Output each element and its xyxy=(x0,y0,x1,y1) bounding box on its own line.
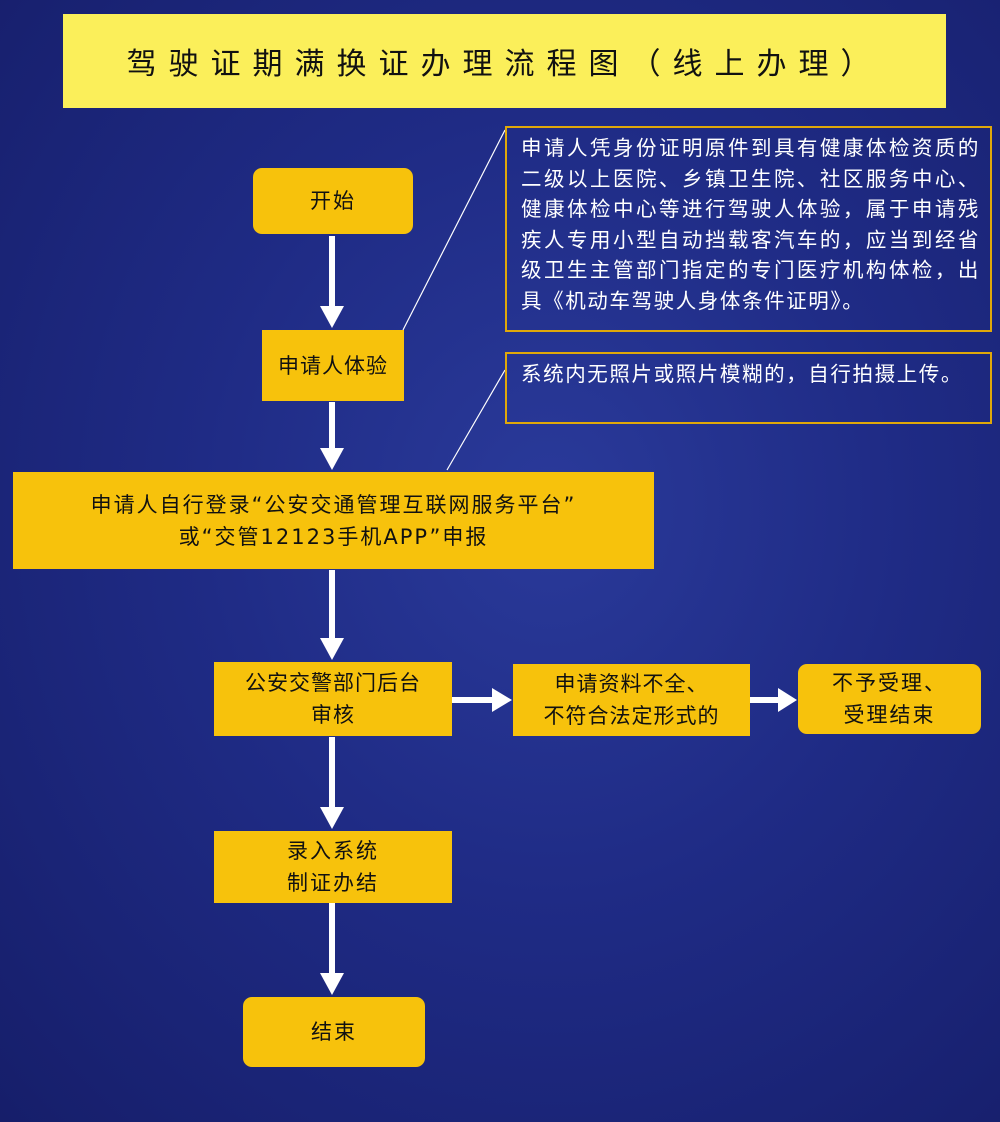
arrow-exam-to-apply xyxy=(329,402,335,450)
review-label-line1: 公安交警部门后台 xyxy=(245,671,421,695)
record-label-line2: 制证办结 xyxy=(287,871,379,895)
photo-note-leader xyxy=(446,369,506,471)
incomplete-node: 申请资料不全、 不符合法定形式的 xyxy=(513,664,750,736)
record-label-line1: 录入系统 xyxy=(287,839,379,863)
exam-label: 申请人体验 xyxy=(278,353,388,378)
photo-note-text: 系统内无照片或照片模糊的，自行拍摄上传。 xyxy=(521,362,963,386)
apply-node: 申请人自行登录“公安交通管理互联网服务平台” 或“交管12123手机APP”申报 xyxy=(13,472,654,569)
exam-node: 申请人体验 xyxy=(262,330,404,401)
start-node: 开始 xyxy=(253,168,413,234)
arrow-incomplete-to-reject xyxy=(750,697,780,703)
incomplete-label-line1: 申请资料不全、 xyxy=(554,672,709,696)
exam-note-text: 申请人凭身份证明原件到具有健康体检资质的二级以上医院、乡镇卫生院、社区服务中心、… xyxy=(521,136,980,313)
reject-label-line2: 受理结束 xyxy=(843,703,936,727)
record-node: 录入系统 制证办结 xyxy=(214,831,452,903)
start-label: 开始 xyxy=(310,189,356,213)
reject-label-line1: 不予受理、 xyxy=(832,671,947,695)
arrow-apply-to-review xyxy=(329,570,335,640)
apply-label-line2: 或“交管12123手机APP”申报 xyxy=(178,524,489,549)
exam-note-leader xyxy=(402,129,506,331)
end-label: 结束 xyxy=(311,1020,357,1044)
incomplete-label-line2: 不符合法定形式的 xyxy=(543,704,720,728)
arrow-start-to-exam xyxy=(329,236,335,308)
arrow-review-to-record xyxy=(329,737,335,809)
review-label-line2: 审核 xyxy=(311,703,355,727)
page-title: 驾驶证期满换证办理流程图（线上办理） xyxy=(63,14,946,108)
review-node: 公安交警部门后台 审核 xyxy=(214,662,452,736)
photo-note: 系统内无照片或照片模糊的，自行拍摄上传。 xyxy=(505,352,992,424)
exam-note: 申请人凭身份证明原件到具有健康体检资质的二级以上医院、乡镇卫生院、社区服务中心、… xyxy=(505,126,992,332)
arrow-record-to-end xyxy=(329,903,335,975)
apply-label-line1: 申请人自行登录“公安交通管理互联网服务平台” xyxy=(90,492,577,517)
reject-node: 不予受理、 受理结束 xyxy=(798,664,981,734)
arrow-review-to-incomplete xyxy=(452,697,494,703)
end-node: 结束 xyxy=(243,997,425,1067)
